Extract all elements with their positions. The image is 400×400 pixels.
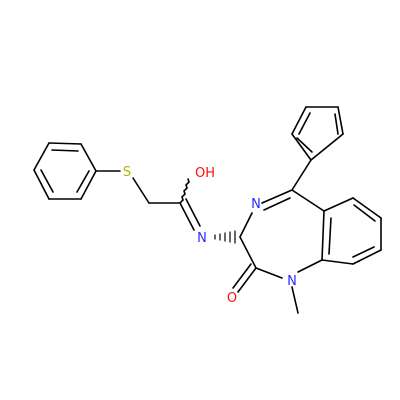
imine-nitrogen-label: N	[251, 197, 261, 212]
amide-nitrogen-label: N	[197, 231, 207, 246]
carbonyl-oxygen-label: O	[227, 291, 237, 306]
benzo-ring	[321, 197, 382, 265]
phenyl-ring-top	[291, 106, 344, 191]
methylated-nitrogen-label: N	[287, 274, 297, 289]
thioether-linker	[95, 170, 181, 204]
phenyl-ring-left	[33, 142, 97, 200]
hashed-stereo-bond	[214, 230, 236, 244]
sulfur-atom-label: S	[123, 165, 131, 180]
imidic-acid-group	[179, 178, 201, 231]
carbonyl-bond	[232, 263, 257, 293]
diazepine-ring	[239, 189, 325, 279]
hydroxyl-label: OH	[195, 166, 215, 181]
n-methyl-bond	[291, 286, 299, 314]
